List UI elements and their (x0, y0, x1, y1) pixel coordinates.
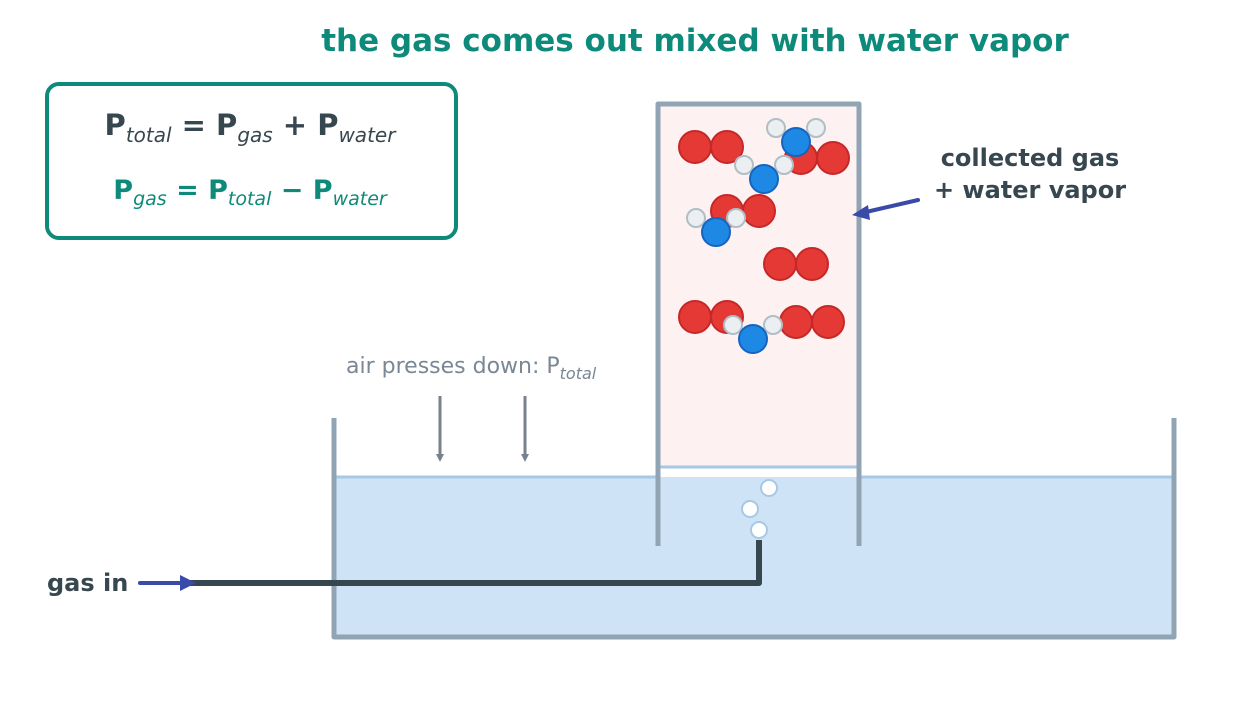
water-molecule (734, 155, 794, 194)
collected-gas-label: collected gas (941, 144, 1120, 172)
gas-molecule (678, 130, 744, 164)
water-molecule (766, 118, 826, 157)
gas-molecule (763, 247, 829, 281)
bubble (750, 521, 768, 539)
gas-delivery-tube (190, 540, 762, 586)
water-molecule (723, 315, 783, 354)
water-molecule (686, 208, 746, 247)
water-vapor-label: + water vapor (934, 176, 1126, 204)
tube-walls (655, 101, 862, 546)
gas-in-arrowhead (180, 575, 196, 591)
bubble (760, 479, 778, 497)
trough-walls (331, 418, 1177, 640)
equation-box-frame (45, 82, 458, 240)
air-pressure-label: air presses down: Ptotal (346, 354, 597, 383)
equation-total: Ptotal = Pgas + Pwater (105, 108, 398, 147)
collected-gas-arrowhead (852, 205, 870, 220)
gas-bubbles (741, 479, 778, 539)
water-vapor-molecules (686, 118, 826, 354)
collected-gas-arrow (864, 198, 920, 214)
diagram-title: the gas comes out mixed with water vapor (321, 23, 1069, 59)
gas-in-label: gas in (47, 569, 128, 597)
bubble (741, 500, 759, 518)
gas-molecules (678, 130, 850, 339)
gas-molecule (779, 305, 845, 339)
equation-gas: Pgas = Ptotal − Pwater (113, 175, 388, 210)
equation-box: Ptotal = Pgas + Pwater Pgas = Ptotal − P… (45, 82, 458, 240)
